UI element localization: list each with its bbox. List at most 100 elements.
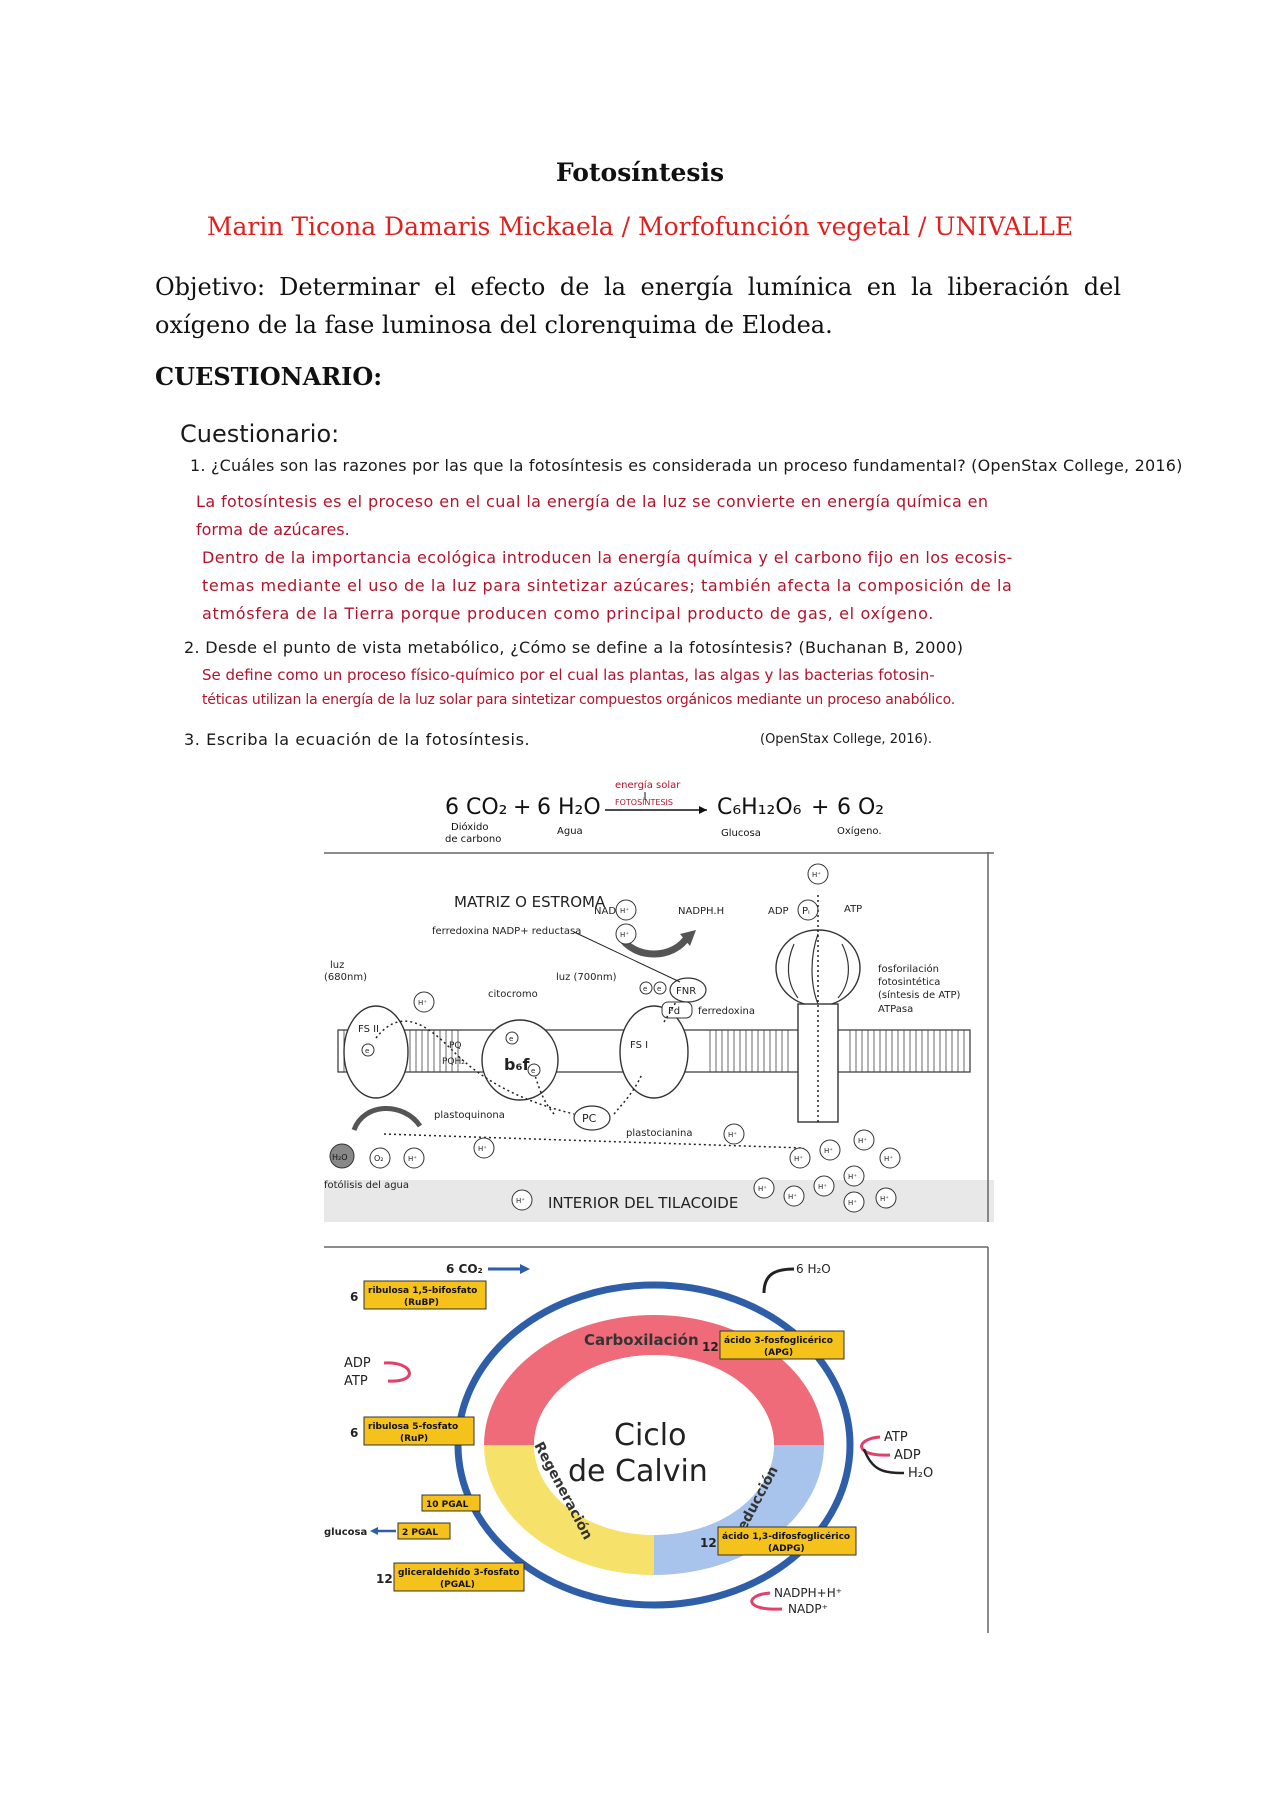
electron-markers (361, 981, 667, 1077)
luz680-label: luz (330, 960, 344, 971)
rup-abbr: (RuP) (400, 1434, 428, 1444)
pc-label: PC (582, 1112, 597, 1125)
h2o-output-arrow (762, 1267, 795, 1294)
pgal-name: gliceraldehído 3-fosfato (398, 1568, 519, 1578)
eq-label-glucose: Glucosa (721, 828, 761, 839)
adp-atp-left-arrow (383, 1361, 411, 1383)
rup-box (363, 1416, 475, 1446)
luz700-label: luz (700nm) (556, 972, 617, 983)
atp-adp-right-arrow (860, 1435, 891, 1457)
fnr-label: FNR (676, 986, 696, 997)
rubp-count: 6 (350, 1290, 358, 1304)
fosfo-label-3: (síntesis de ATP) (878, 989, 961, 1001)
rubp-abbr: (RuBP) (404, 1298, 439, 1308)
eq-process-label: FOTOSÍNTESIS (615, 796, 673, 807)
pgal10-label: 10 PGAL (426, 1500, 469, 1510)
adpg-box (717, 1526, 857, 1556)
svg-text:H⁺: H⁺ (824, 1147, 833, 1155)
adp-label: ADP (768, 906, 789, 917)
h2o-label: H₂O (332, 1153, 348, 1162)
svg-text:e: e (365, 1047, 369, 1055)
stroma-label: MATRIZ O ESTROMA (454, 893, 606, 911)
photosystem-ii (343, 1005, 409, 1099)
plastocianina-label: plastocianina (626, 1128, 693, 1139)
hw-answer-1-line-3: Dentro de la importancia ecológica intro… (202, 548, 1013, 567)
adp-left-label: ADP (344, 1356, 371, 1371)
ferredoxin (661, 1001, 693, 1019)
h2o-output-label: 6 H₂O (796, 1262, 831, 1276)
h-plus-labels: H⁺ H⁺ H⁺ H⁺ H⁺ H⁺ H⁺ H⁺ H⁺ H⁺ H⁺ H⁺ H⁺ H… (408, 871, 893, 1207)
nadph-arrow (750, 1591, 783, 1611)
svg-text:H⁺: H⁺ (418, 999, 427, 1007)
pqh2-label: PQH₂ (442, 1057, 465, 1067)
nadph-label: NADPH+H⁺ (774, 1586, 842, 1600)
hw-heading: Cuestionario: (180, 420, 340, 448)
handwritten-questionnaire: Cuestionario: 1. ¿Cuáles son las razones… (180, 400, 1230, 840)
hw-question-2: 2. Desde el punto de vista metabólico, ¿… (184, 638, 964, 657)
co2-input-arrow-head (520, 1264, 530, 1274)
rup-name: ribulosa 5-fosfato (368, 1422, 458, 1432)
svg-text:H⁺: H⁺ (880, 1195, 889, 1203)
fsi-label: FS I (630, 1040, 648, 1051)
h2o-right-arrow (862, 1448, 905, 1475)
eq-reactant-co2: 6 CO₂ (445, 795, 508, 820)
svg-text:H⁺: H⁺ (818, 1183, 827, 1191)
svg-text:H⁺: H⁺ (516, 1197, 525, 1205)
ferredoxina-label: ferredoxina (698, 1006, 755, 1017)
adpg-abbr: (ADPG) (768, 1544, 805, 1554)
plastoquinona-label: plastoquinona (434, 1110, 505, 1121)
svg-text:H⁺: H⁺ (794, 1155, 803, 1163)
atp-left-label: ATP (344, 1374, 368, 1389)
h2o-right-label: H₂O (908, 1466, 933, 1481)
fnr-name-label: ferredoxina NADP+ reductasa (432, 926, 581, 937)
pgal-box (393, 1562, 525, 1592)
pgal10-box (421, 1494, 481, 1512)
electron-labels: e e e e e (365, 985, 661, 1075)
objective-label: Objetivo: (155, 273, 266, 301)
hw-question-1: 1. ¿Cuáles son las razones por las que l… (190, 456, 1183, 475)
section-title: CUESTIONARIO: (155, 362, 383, 391)
pq-label: PQ (449, 1041, 462, 1051)
thylakoid-diagram: MATRIZ O ESTROMA FS II luz (680nm) b₆f c… (324, 852, 994, 1222)
photosystem-i (619, 1005, 689, 1099)
svg-text:e: e (531, 1067, 535, 1075)
author-line: Marin Ticona Damaris Mickaela / Morfofun… (206, 212, 1074, 241)
calvin-center-2: de Calvin (568, 1454, 708, 1489)
cycle-center (534, 1355, 774, 1535)
fsii-label: FS II (358, 1024, 379, 1035)
objective-text: Determinar el efecto de la energía lumín… (155, 273, 1121, 339)
nadp-label: NADP⁺ (788, 1602, 828, 1616)
eq-plus-2: + (811, 795, 829, 820)
svg-text:H⁺: H⁺ (788, 1193, 797, 1201)
nadph-label: NADPH.H (678, 906, 724, 917)
hw-answer-2-line-2: téticas utilizan la energía de la luz so… (202, 692, 955, 708)
eq-reactant-h2o: 6 H₂O (537, 795, 601, 820)
eq-arrow-head (699, 806, 707, 814)
h2o-molecule (329, 1143, 355, 1169)
hw-question-3: 3. Escriba la ecuación de la fotosíntesi… (184, 730, 531, 749)
hw-answer-1-line-5: atmósfera de la Tierra porque producen c… (202, 604, 935, 623)
plastocyanin (573, 1105, 611, 1131)
o2-molecule (369, 1147, 391, 1169)
svg-text:H⁺: H⁺ (620, 907, 629, 915)
eq-label-co2-1: Dióxido (451, 821, 488, 833)
fosfo-label-2: fotosintética (878, 976, 940, 988)
svg-text:e: e (509, 1035, 513, 1043)
atpasa-label: ATPasa (878, 1004, 913, 1015)
b6f-label: b₆f (504, 1055, 530, 1074)
adp-right-label: ADP (894, 1448, 921, 1463)
rubp-box (363, 1280, 487, 1310)
interior-label: INTERIOR DEL TILACOIDE (548, 1194, 738, 1212)
eq-label-h2o: Agua (557, 826, 583, 837)
reduccion-band (654, 1445, 824, 1575)
glucosa-arrow-head (370, 1527, 378, 1535)
objective-paragraph: Objetivo:Determinar el efecto de la ener… (155, 268, 1121, 344)
svg-text:H⁺: H⁺ (408, 1155, 417, 1163)
hw-answer-1-line-1: La fotosíntesis es el proceso en el cual… (196, 492, 989, 511)
regeneracion-band (484, 1445, 654, 1575)
fosfo-label-1: fosforilación (878, 963, 939, 975)
pgal2-box (397, 1522, 451, 1540)
hw-answer-2-line-1: Se define como un proceso físico-químico… (202, 666, 935, 684)
eq-product-o2: 6 O₂ (837, 795, 884, 820)
svg-text:H⁺: H⁺ (858, 1137, 867, 1145)
